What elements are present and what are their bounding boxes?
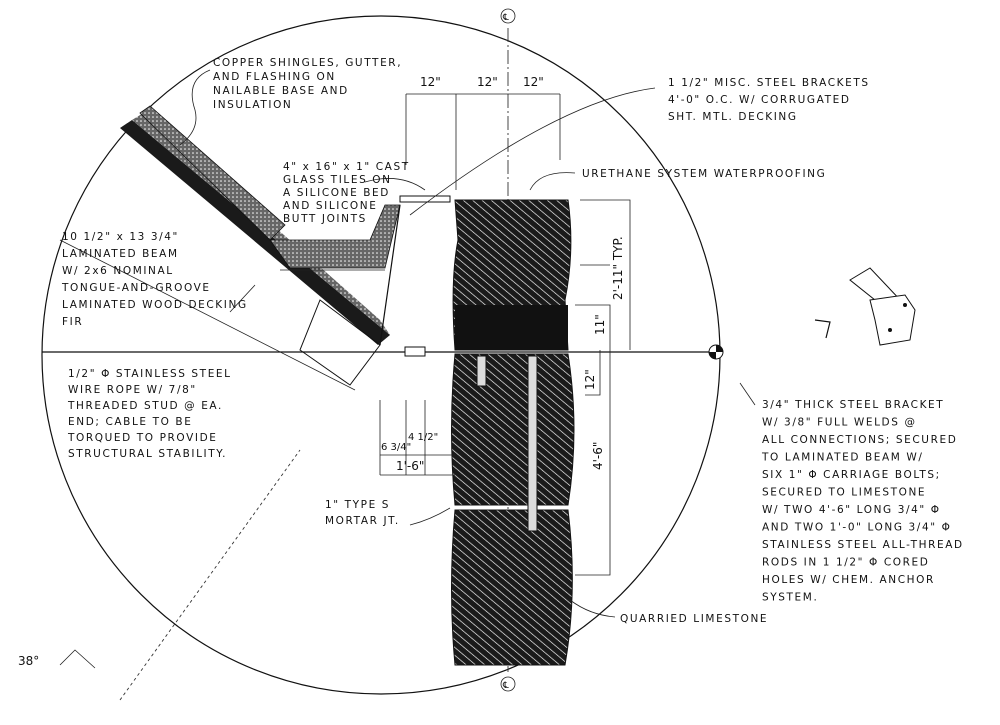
note-copper: COPPER SHINGLES, GUTTER, AND FLASHING ON N…: [213, 57, 402, 111]
note-line: 4" x 16" x 1" CAST: [283, 161, 410, 173]
note-line: MORTAR JT.: [325, 515, 400, 527]
note-line: FIR: [62, 316, 83, 328]
note-line: AND TWO 1'-0" LONG 3/4" Φ: [762, 522, 951, 534]
note-line: TO LAMINATED BEAM W/: [761, 452, 923, 464]
note-line: RODS IN 1 1/2" Φ CORED: [762, 557, 929, 569]
note-steel-brackets: 1 1/2" MISC. STEEL BRACKETS 4'-0" O.C. W/…: [668, 77, 870, 123]
dim-4-1-2: 4 1/2": [408, 432, 438, 443]
angle-label: 38°: [18, 654, 39, 668]
note-line: 4'-0" O.C. W/ CORRUGATED: [668, 94, 851, 106]
note-line: 1/2" Φ STAINLESS STEEL: [68, 368, 232, 380]
dim-top-2: 12": [477, 75, 498, 89]
bracket-dimensions: 6 3/4" 4 1/2" 1'-6": [379, 400, 455, 476]
note-line: AND SILICONE: [283, 200, 377, 212]
note-line: GLASS TILES ON: [283, 174, 392, 186]
note-line: SHT. MTL. DECKING: [668, 111, 798, 123]
note-line: URETHANE SYSTEM WATERPROOFING: [582, 168, 826, 180]
note-urethane: URETHANE SYSTEM WATERPROOFING: [582, 168, 826, 180]
limestone-column: [451, 199, 575, 666]
top-dimensions: 12" 12" 12": [405, 75, 561, 190]
note-line: LAMINATED BEAM: [62, 248, 179, 260]
note-line: 1" TYPE S: [325, 499, 390, 511]
leader-glass: [364, 178, 426, 191]
laminated-beam: [59, 105, 451, 391]
dim-6-3-4: 6 3/4": [381, 442, 411, 453]
note-steel-bracket: 3/4" THICK STEEL BRACKET W/ 3/8" FULL WEL…: [761, 399, 964, 604]
note-line: QUARRIED LIMESTONE: [620, 613, 768, 625]
dim-1-6: 1'-6": [396, 459, 424, 473]
angle-line: [119, 449, 301, 701]
target-marker-icon: [708, 344, 724, 360]
note-line: THREADED STUD @ EA.: [67, 400, 223, 412]
note-line: NAILABLE BASE AND: [213, 85, 349, 97]
note-beam: 10 1/2" x 13 3/4" LAMINATED BEAM W/ 2x6 NO…: [61, 231, 248, 328]
note-line: W/ 3/8" FULL WELDS @: [762, 417, 917, 429]
right-dimensions: 2'-11" TYP. 11" 12" 4'-6": [575, 199, 631, 576]
bracket-isometric-icon: [814, 267, 916, 346]
centerline-marker-top: [500, 8, 516, 24]
note-line: SIX 1" Φ CARRIAGE BOLTS;: [762, 469, 941, 481]
note-line: AND FLASHING ON: [213, 71, 336, 83]
note-line: END; CABLE TO BE: [68, 416, 192, 428]
leader-limestone: [569, 599, 616, 618]
leader-beam: [229, 284, 256, 313]
note-line: SYSTEM.: [762, 592, 818, 604]
note-line: 3/4" THICK STEEL BRACKET: [762, 399, 944, 411]
centerline-symbol-top: ℄: [502, 13, 509, 23]
note-line: W/ 2x6 NOMINAL: [62, 265, 174, 277]
note-line: 10 1/2" x 13 3/4": [62, 231, 179, 243]
note-wire-rope: 1/2" Φ STAINLESS STEEL WIRE ROPE W/ 7/8" T…: [67, 368, 232, 460]
leader-copper: [179, 69, 211, 146]
dim-2-11: 2'-11" TYP.: [611, 236, 625, 300]
dim-top-3: 12": [523, 75, 544, 89]
note-line: TONGUE-AND-GROOVE: [61, 282, 211, 294]
note-line: STRUCTURAL STABILITY.: [68, 448, 227, 460]
note-line: INSULATION: [213, 99, 292, 111]
note-mortar: 1" TYPE S MORTAR JT.: [325, 499, 400, 527]
note-line: W/ TWO 4'-6" LONG 3/4" Φ: [762, 504, 941, 516]
dim-12: 12": [583, 369, 597, 390]
angle-arc: [59, 649, 96, 669]
wire-rope-stud-icon: [404, 346, 426, 357]
leader-urethane: [529, 172, 576, 191]
note-line: 1 1/2" MISC. STEEL BRACKETS: [668, 77, 870, 89]
note-line: WIRE ROPE W/ 7/8": [68, 384, 197, 396]
dim-4-6: 4'-6": [591, 442, 605, 470]
note-line: TORQUED TO PROVIDE: [67, 432, 218, 444]
leader-steel-bracket: [739, 382, 756, 406]
note-line: BUTT JOINTS: [283, 213, 367, 225]
centerline-symbol-bottom: ℄: [502, 681, 509, 691]
note-line: LAMINATED WOOD DECKING: [62, 299, 248, 311]
dim-11: 11": [593, 314, 607, 335]
dim-top-1: 12": [420, 75, 441, 89]
leader-mortar: [409, 507, 451, 526]
note-line: STAINLESS STEEL ALL-THREAD: [762, 539, 964, 551]
note-line: A SILICONE BED: [283, 187, 390, 199]
centerline-marker-bottom: [500, 676, 516, 692]
note-line: ALL CONNECTIONS; SECURED: [762, 434, 957, 446]
note-line: COPPER SHINGLES, GUTTER,: [213, 57, 402, 69]
leader-brackets: [409, 87, 656, 216]
note-limestone: QUARRIED LIMESTONE: [620, 613, 768, 625]
note-line: HOLES W/ CHEM. ANCHOR: [762, 574, 935, 586]
note-line: SECURED TO LIMESTONE: [762, 487, 926, 499]
